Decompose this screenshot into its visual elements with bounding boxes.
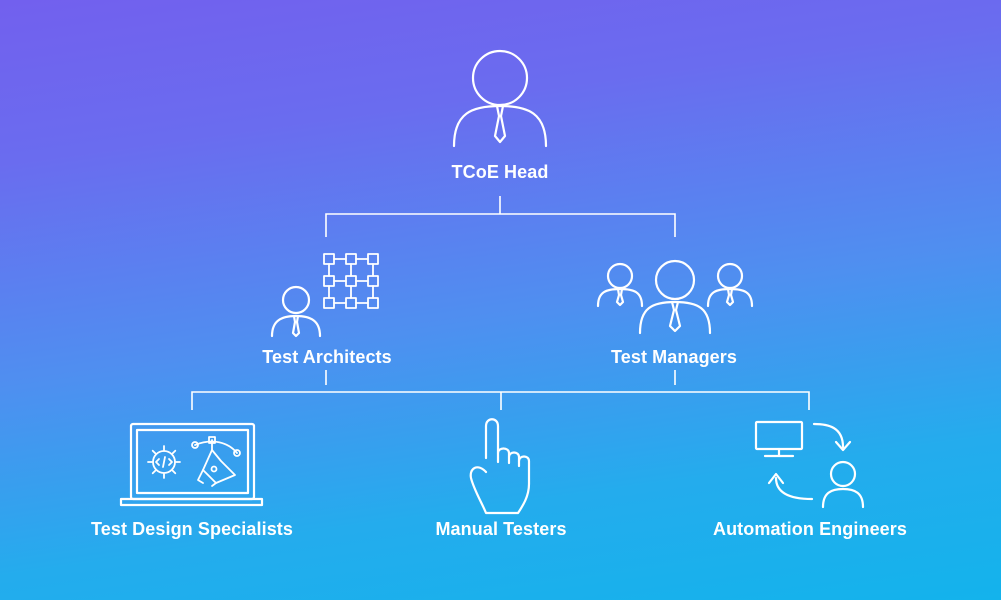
test-design-specialists-label: Test Design Specialists xyxy=(90,519,294,539)
laptop-design-icon xyxy=(119,422,264,507)
connector-level2 xyxy=(191,370,810,410)
team-icon xyxy=(596,259,754,335)
tcoe-head-label: TCoE Head xyxy=(451,162,549,182)
architect-grid-icon xyxy=(270,253,379,338)
automation-engineers-label: Automation Engineers xyxy=(712,519,908,539)
test-architects-label: Test Architects xyxy=(262,347,392,367)
manual-testers-label: Manual Testers xyxy=(435,519,567,539)
automation-cycle-icon xyxy=(754,420,865,509)
test-managers-label: Test Managers xyxy=(610,347,738,367)
connector-lines xyxy=(191,196,810,410)
person-icon xyxy=(452,49,548,148)
pointing-hand-icon xyxy=(469,418,531,515)
connector-root xyxy=(325,196,676,237)
